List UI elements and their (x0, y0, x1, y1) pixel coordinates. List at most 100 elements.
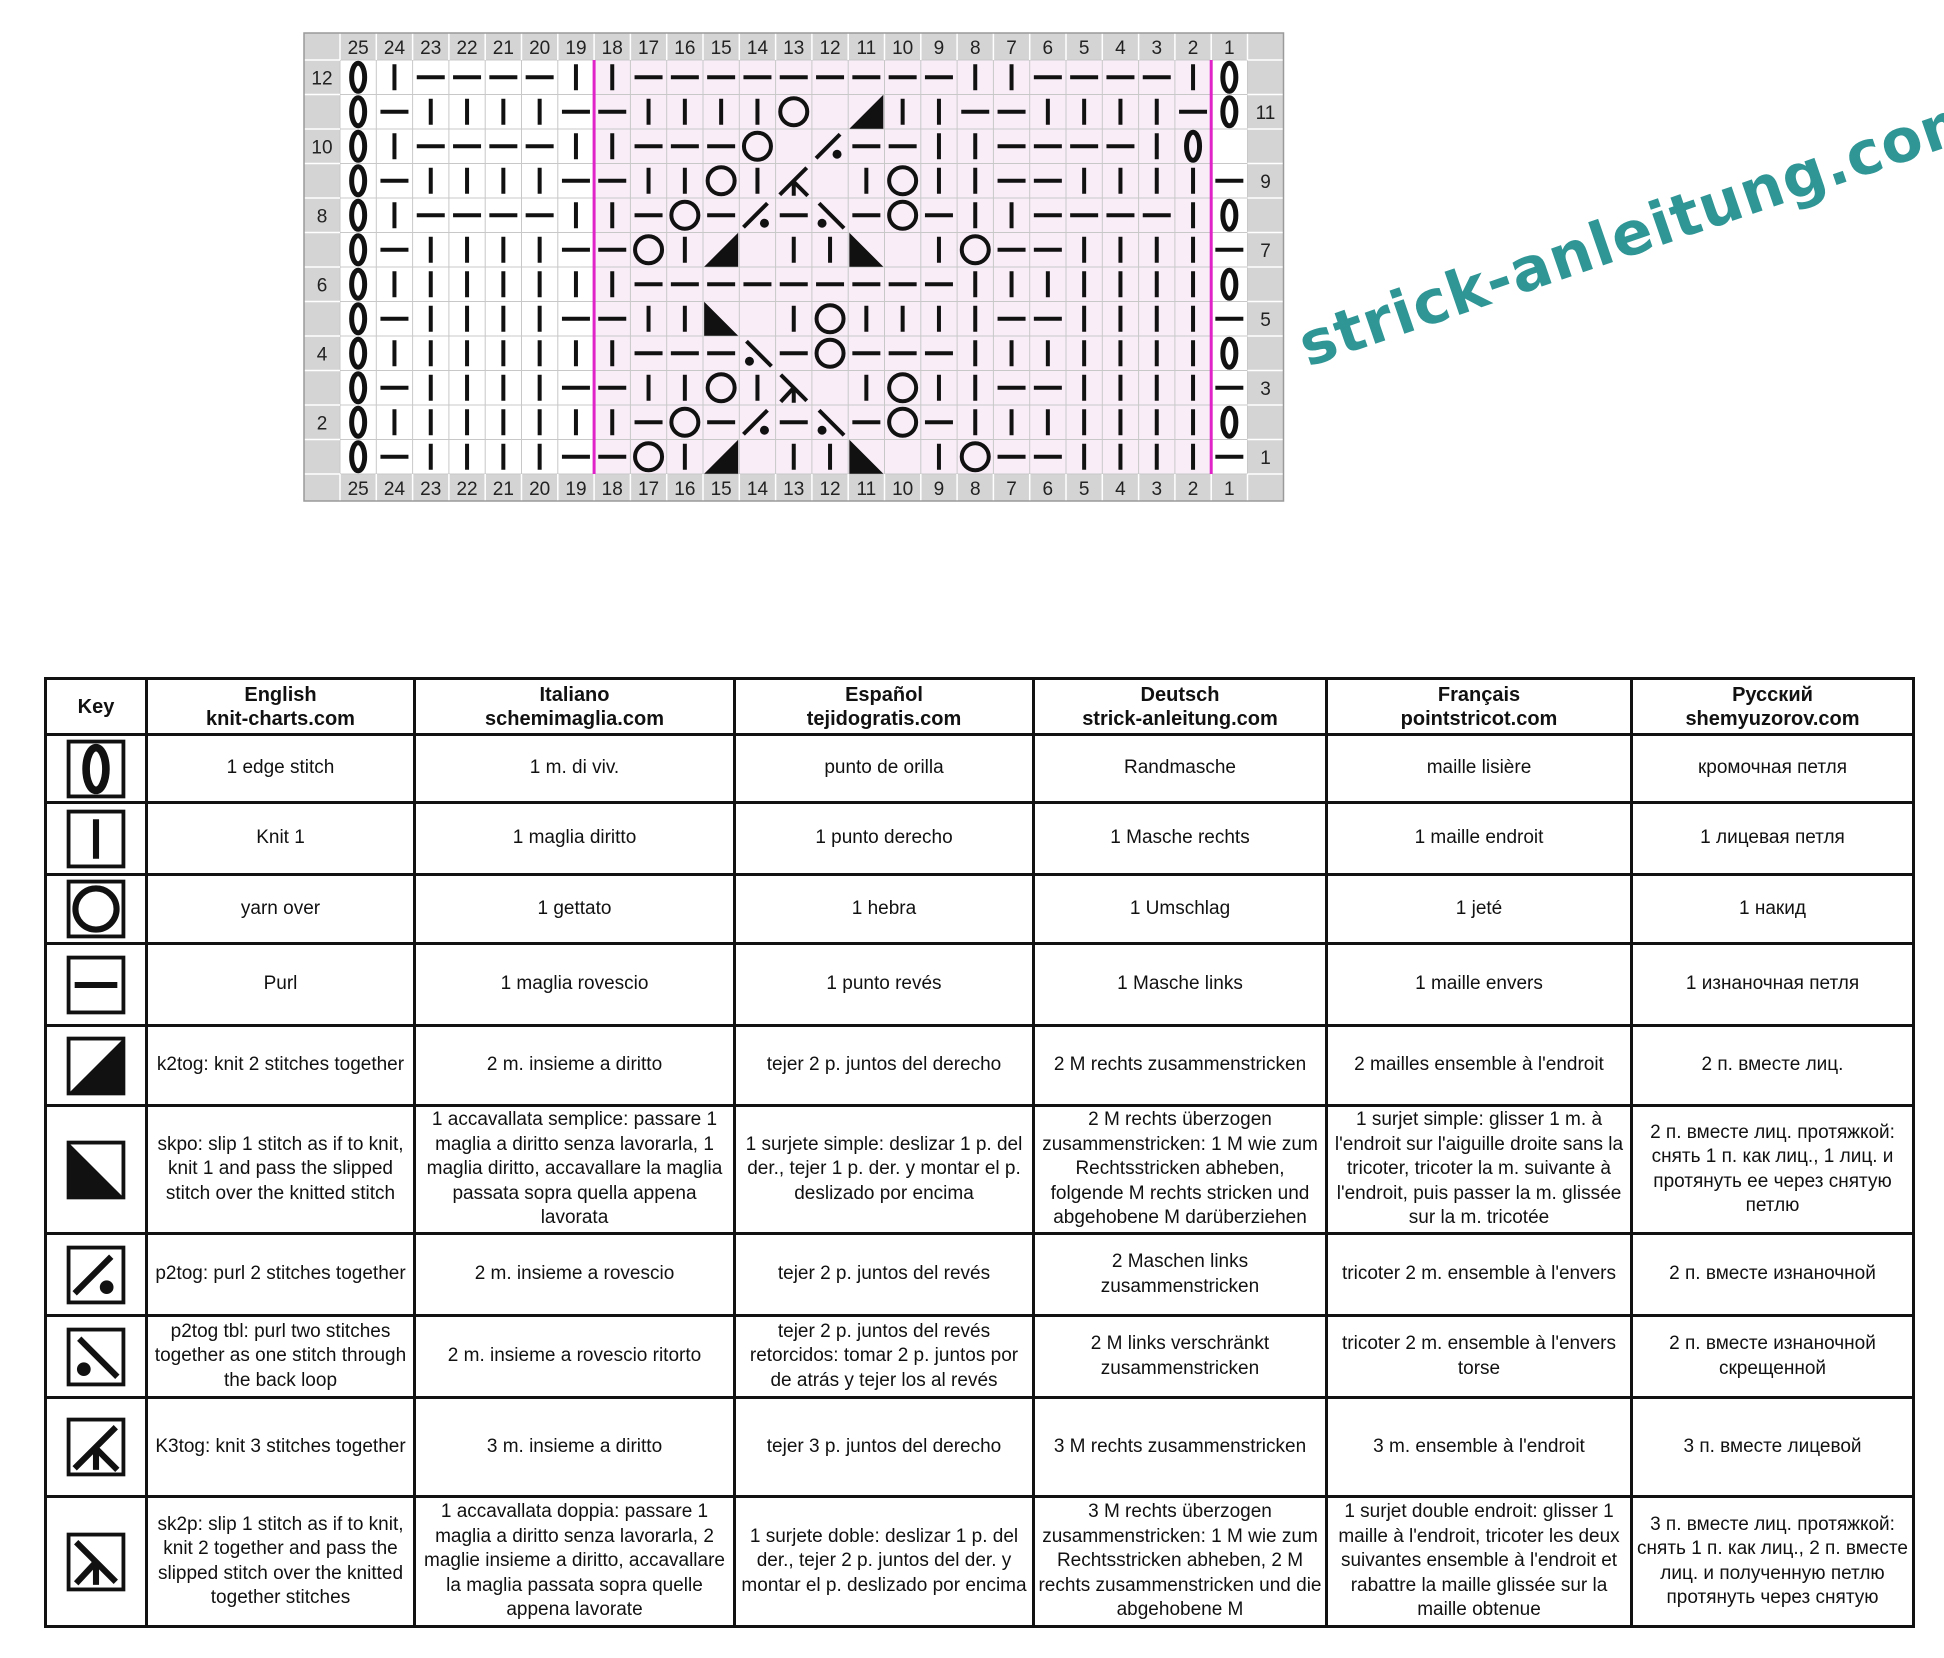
column-number-top: 22 (456, 38, 477, 59)
column-number-bottom: 23 (420, 479, 441, 500)
legend-text-cell: maille lisière (1325, 733, 1633, 804)
label-band-lines (304, 33, 1284, 501)
stitch-k2tog (704, 439, 739, 474)
stitch-yarn-over (669, 406, 701, 438)
column-number-bottom: 16 (674, 479, 695, 500)
p2tog-tbl-icon (66, 1327, 126, 1386)
column-number-top: 17 (638, 38, 659, 59)
legend-text-cell: 1 accavallata doppia: passare 1 maglia a… (413, 1495, 736, 1628)
purl-icon (66, 955, 126, 1014)
stitch-edge-stitch (349, 129, 368, 163)
column-number-top: 24 (384, 38, 406, 59)
lang-site: pointstricot.com (1400, 707, 1558, 730)
lang-site: strick-anleitung.com (1082, 707, 1278, 730)
stitch-edge-stitch (349, 336, 368, 370)
legend-text-cell: 1 maglia rovescio (413, 942, 736, 1027)
k2tog-icon (66, 1036, 126, 1095)
legend-text-cell: k2tog: knit 2 stitches together (145, 1024, 416, 1107)
legend-text-cell: K3tog: knit 3 stitches together (145, 1396, 416, 1498)
legend-text-cell: p2tog: purl 2 stitches together (145, 1232, 416, 1317)
column-number-top: 14 (747, 38, 769, 59)
stitch-k2tog (849, 94, 884, 129)
column-number-bottom: 21 (493, 479, 514, 500)
stitch-yarn-over (887, 199, 919, 231)
column-number-bottom: 17 (638, 479, 659, 500)
row-number-right: 11 (1256, 103, 1276, 124)
row-number-right: 9 (1260, 172, 1271, 193)
p2tog-icon (66, 1245, 126, 1304)
stitch-p2tog (814, 132, 842, 160)
column-number-top: 15 (711, 38, 732, 59)
legend-text-cell: punto de orilla (733, 733, 1035, 804)
legend-text-cell: 2 mailles ensemble à l'endroit (1325, 1024, 1633, 1107)
column-number-bottom: 6 (1043, 479, 1054, 500)
legend-text-cell: 1 jeté (1325, 873, 1633, 945)
legend-text-cell: 1 maille envers (1325, 942, 1633, 1027)
legend-text-cell: 2 п. вместе лиц. (1630, 1024, 1915, 1107)
edge-stitch-icon (66, 739, 126, 798)
column-number-bottom: 4 (1115, 479, 1126, 500)
legend-symbol-cell (44, 801, 148, 876)
row-number-right: 5 (1260, 310, 1271, 331)
legend-symbol-cell (44, 1104, 148, 1235)
column-number-bottom: 22 (456, 479, 477, 500)
legend-text-cell: 1 surjet simple: glisser 1 m. à l'endroi… (1325, 1104, 1633, 1235)
column-number-bottom: 24 (384, 479, 406, 500)
column-number-bottom: 12 (819, 479, 840, 500)
column-number-top: 11 (856, 38, 876, 59)
legend-text-cell: 3 M rechts zusammenstricken (1032, 1396, 1328, 1498)
legend-text-cell: 1 accavallata semplice: passare 1 maglia… (413, 1104, 736, 1235)
legend-text-cell: 1 hebra (733, 873, 1035, 945)
stitch-yarn-over (633, 441, 665, 473)
legend-text-cell: tejer 2 p. juntos del revés retorcidos: … (733, 1314, 1035, 1399)
stitch-edge-stitch (349, 60, 368, 94)
legend-text-cell: 3 m. insieme a diritto (413, 1396, 736, 1498)
stitch-skpo (704, 301, 739, 336)
legend-text-cell: 1 Umschlag (1032, 873, 1328, 945)
stitch-edge-stitch (1220, 95, 1239, 129)
column-number-bottom: 3 (1151, 479, 1162, 500)
legend-text-cell: 2 M rechts überzogen zusammenstricken: 1… (1032, 1104, 1328, 1235)
legend-text-cell: 2 п. вместе изнаночной скрещенной (1630, 1314, 1915, 1399)
legend-text-cell: 3 п. вместе лиц. протяжкой: снять 1 п. к… (1630, 1495, 1915, 1628)
chart-border (303, 32, 1285, 502)
column-number-top: 16 (674, 38, 695, 59)
stitch-edge-stitch (1220, 60, 1239, 94)
column-number-bottom: 11 (856, 479, 876, 500)
legend-text-cell: 1 gettato (413, 873, 736, 945)
sk2p-icon (66, 1532, 126, 1591)
stitch-yarn-over (814, 337, 846, 369)
lang-name: Русский (1732, 683, 1813, 706)
legend-text-cell: 1 накид (1630, 873, 1915, 945)
stitch-skpo (849, 439, 884, 474)
legend-text-cell: Randmasche (1032, 733, 1328, 804)
column-number-top: 2 (1188, 38, 1199, 59)
lang-name: English (244, 683, 317, 706)
stitch-p2tog-tbl (744, 339, 773, 368)
column-number-top: 8 (970, 38, 981, 59)
stitch-k2tog (704, 232, 739, 267)
legend-text-cell: 1 maille endroit (1325, 801, 1633, 876)
legend-text-cell: 2 M links verschränkt zusammenstricken (1032, 1314, 1328, 1399)
lang-name: Italiano (539, 683, 610, 706)
stitch-edge-stitch (1220, 198, 1239, 232)
stitch-edge-stitch (349, 267, 368, 301)
stitch-sk2p (779, 373, 809, 404)
stitch-yarn-over (705, 165, 737, 197)
stitch-p2tog (742, 408, 769, 436)
legend-text-cell: 2 п. вместе изнаночной (1630, 1232, 1915, 1317)
legend-text-cell: yarn over (145, 873, 416, 945)
knitting-chart: 2525242423232222212120201919181817171616… (303, 32, 1285, 502)
lang-name: Français (1437, 683, 1521, 706)
stitch-yarn-over (959, 441, 991, 473)
stitch-skpo (849, 232, 884, 267)
